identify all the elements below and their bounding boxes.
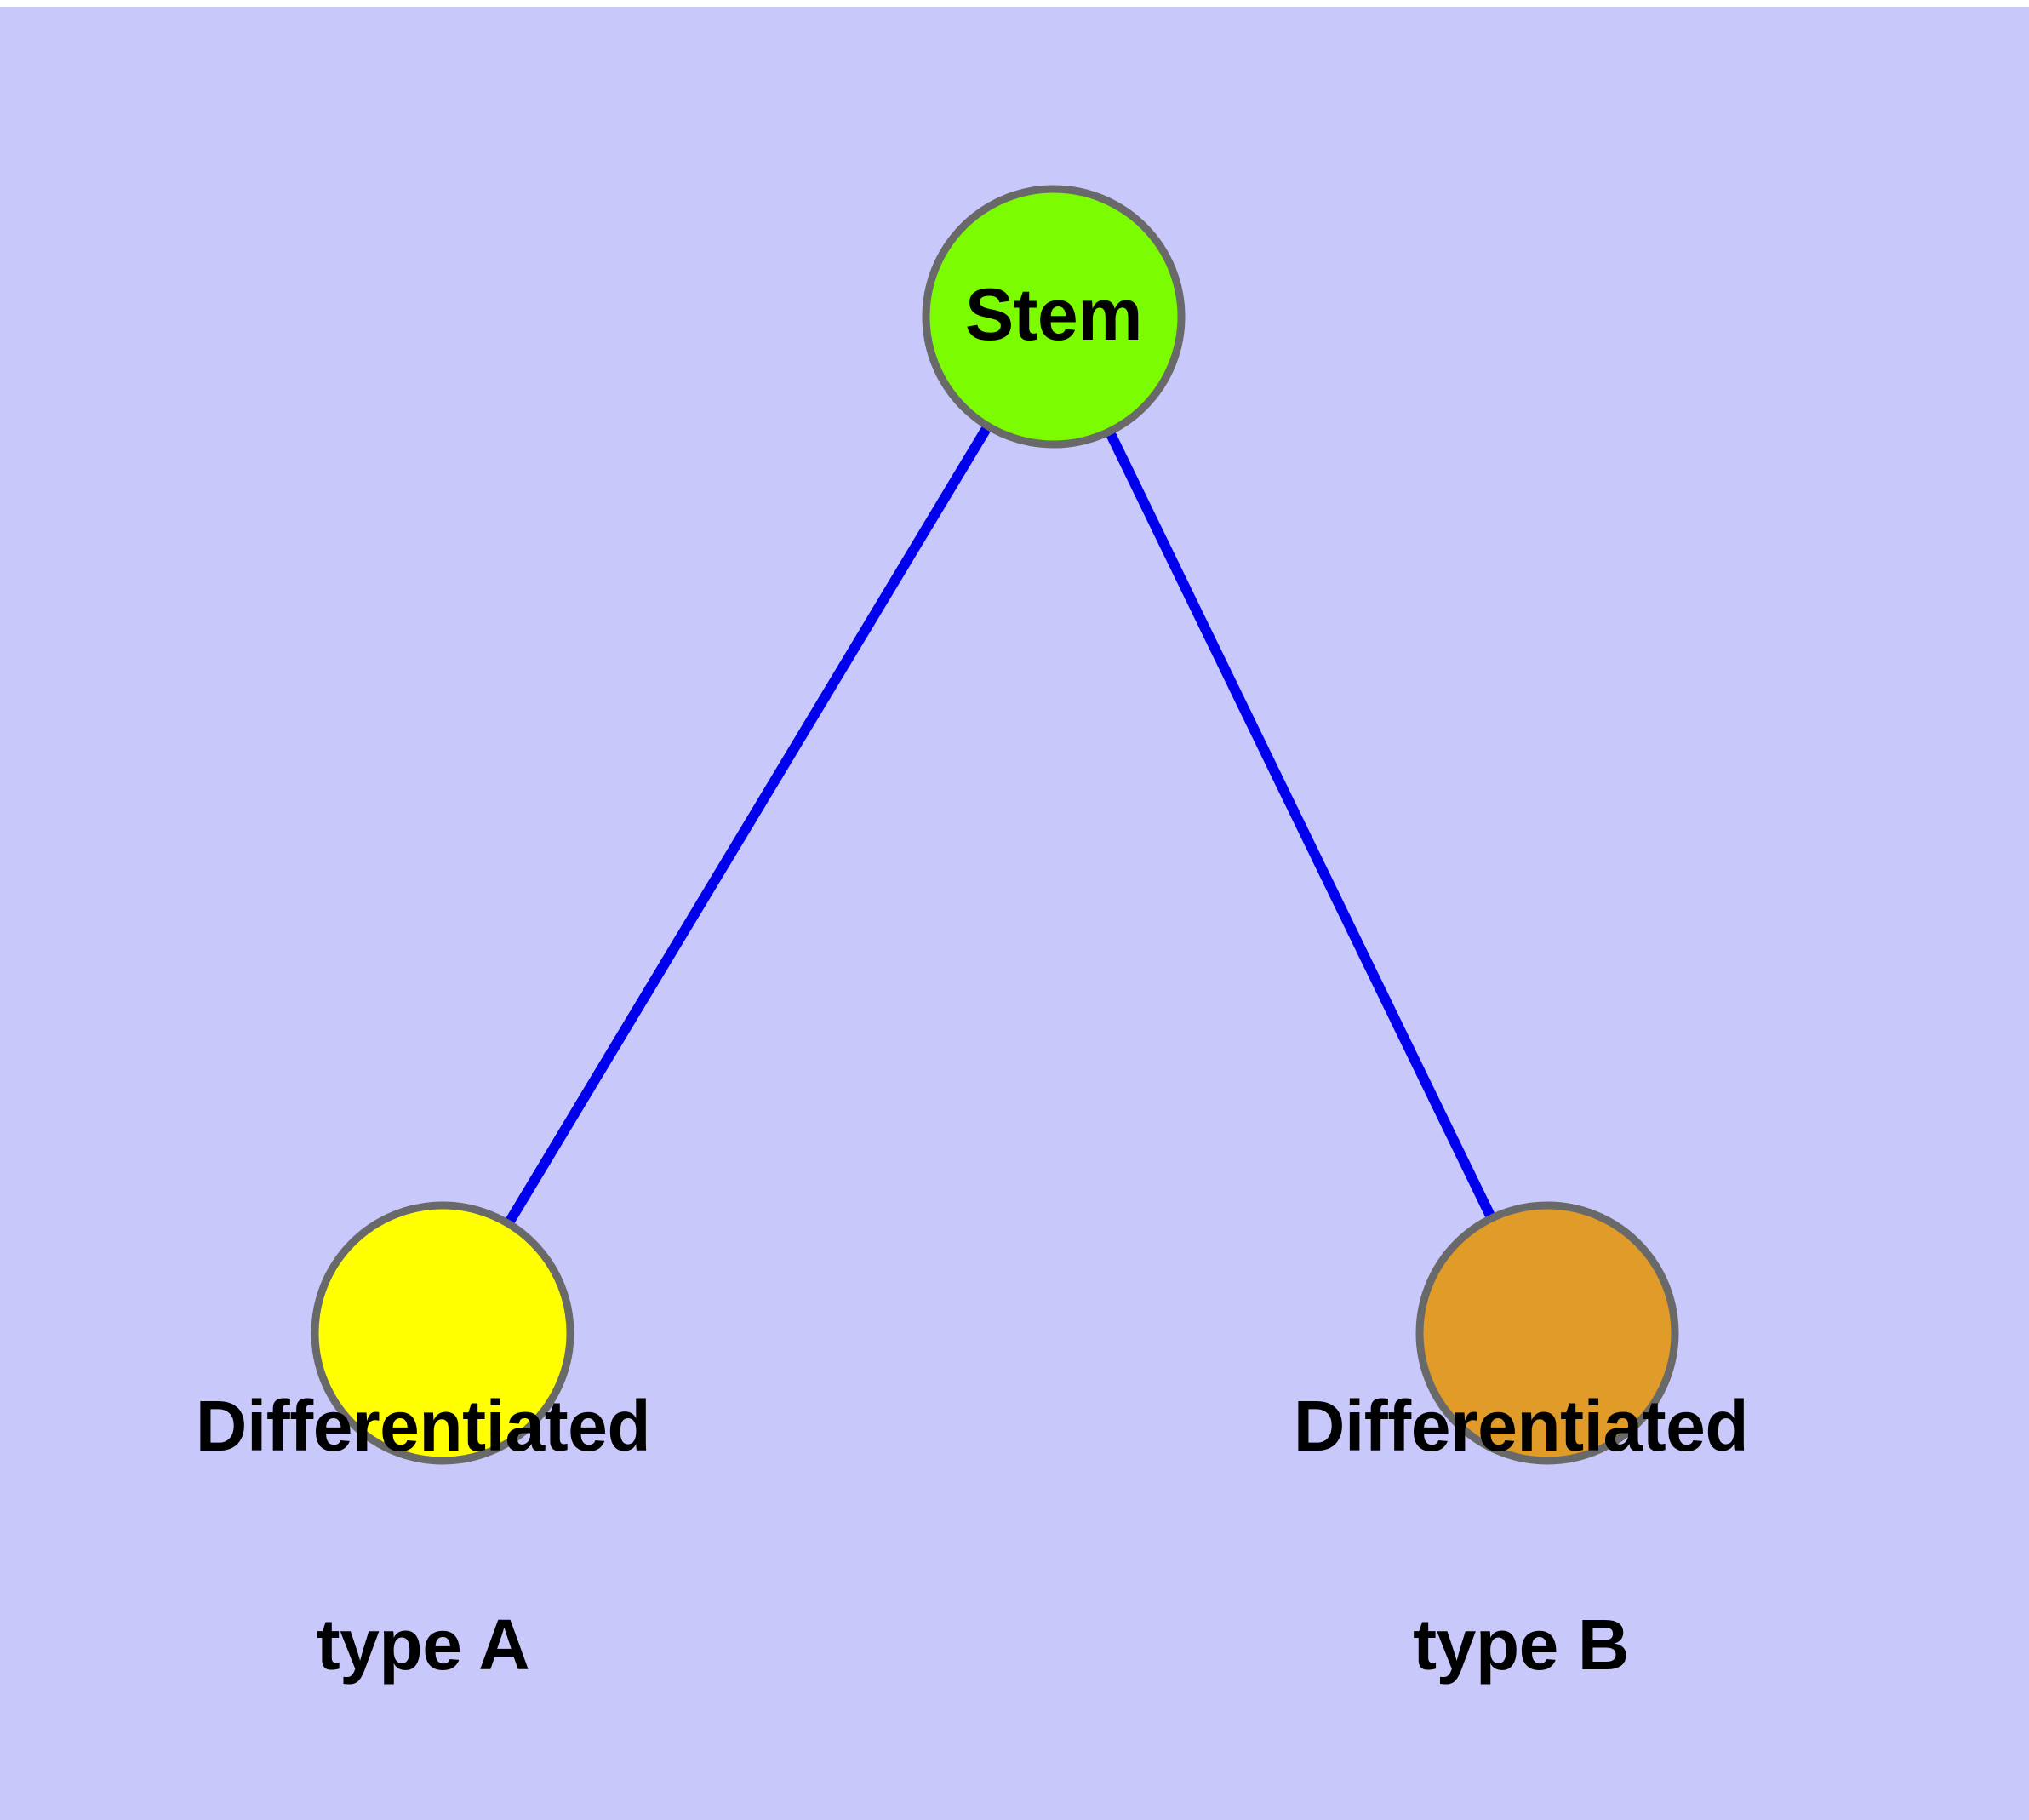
node-stem[interactable] [922,185,1186,449]
edge-layer [504,423,1496,1227]
edge-stem-to-type-a[interactable] [504,423,992,1227]
node-differentiated-type-a[interactable] [311,1201,574,1465]
edge-stem-to-type-b[interactable] [1105,429,1496,1221]
node-layer [311,185,1679,1465]
node-differentiated-type-b[interactable] [1415,1201,1679,1465]
